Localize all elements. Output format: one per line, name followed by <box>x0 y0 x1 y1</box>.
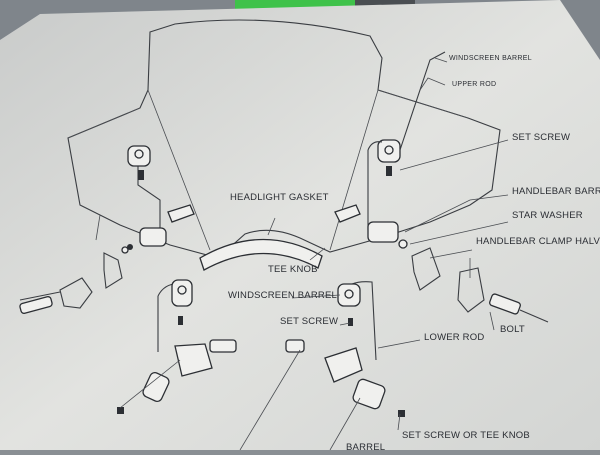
right-lower-assembly <box>239 281 405 451</box>
label-windscreen-barrel-top: WINDSCREEN BARREL <box>449 55 532 62</box>
left-upper-assembly <box>19 145 195 314</box>
label-barrel-bottom: BARREL <box>346 442 385 450</box>
callout-labels: WINDSCREEN BARREL UPPER ROD SET SCREW HA… <box>228 55 600 453</box>
right-upper-assembly <box>334 51 549 323</box>
label-set-screw-or-tee-knob: SET SCREW OR TEE KNOB <box>402 430 530 441</box>
label-set-screw-mid: SET SCREW <box>280 316 338 327</box>
label-set-screw-top: SET SCREW <box>512 132 570 143</box>
label-bolt: BOLT <box>500 324 525 335</box>
label-tee-knob: TEE KNOB <box>268 264 318 275</box>
leader-lines <box>267 57 509 431</box>
label-star-washer: STAR WASHER <box>512 210 583 221</box>
label-upper-rod: UPPER ROD <box>452 81 496 88</box>
headlight-gasket <box>199 238 323 271</box>
label-lower-rod: LOWER ROD <box>424 332 484 343</box>
label-windscreen-barrel-mid: WINDSCREEN BARREL <box>228 290 337 301</box>
label-handlebar-barrel: HANDLEBAR BARREL <box>512 186 600 197</box>
windscreen <box>67 19 501 259</box>
label-handlebar-clamp-halves: HANDLEBAR CLAMP HALVES <box>476 236 600 247</box>
label-headlight-gasket: HEADLIGHT GASKET <box>230 192 329 203</box>
left-lower-assembly <box>117 279 237 414</box>
